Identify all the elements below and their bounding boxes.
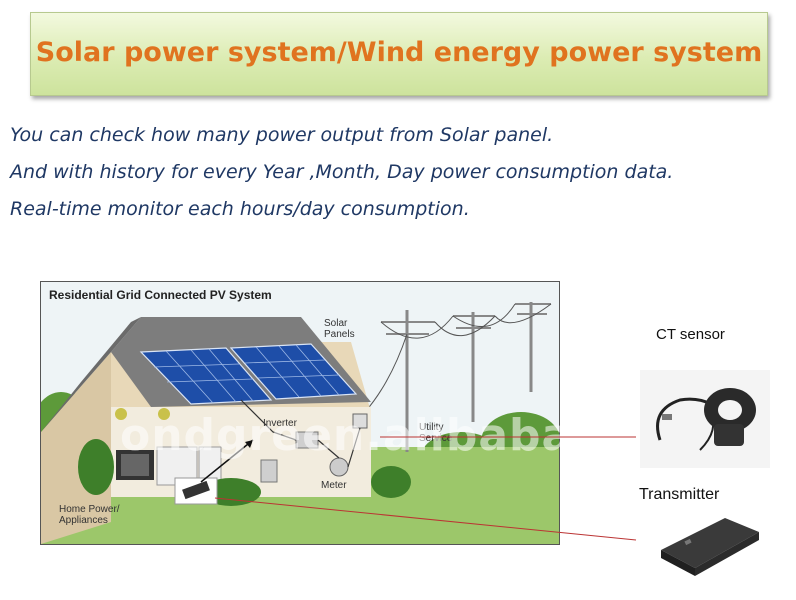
ct-sensor-label: CT sensor (656, 326, 725, 343)
description-line-2: And with history for every Year ,Month, … (10, 161, 674, 183)
page-title: Solar power system/Wind energy power sys… (35, 37, 763, 68)
description-line-1: You can check how many power output from… (10, 124, 554, 146)
meter-label: Meter (321, 480, 347, 491)
ct-sensor-image (640, 370, 770, 468)
transmitter-image (655, 510, 763, 582)
diagram-title: Residential Grid Connected PV System (49, 288, 272, 302)
utility-service-label: Utility Service (419, 422, 453, 444)
title-banner: Solar power system/Wind energy power sys… (30, 12, 768, 96)
description-line-3: Real-time monitor each hours/day consump… (10, 198, 470, 220)
description-block: You can check how many power output from… (10, 120, 790, 231)
transmitter-label: Transmitter (639, 486, 720, 503)
watermark: ondgreen.alibaba.com (120, 410, 696, 461)
home-power-label: Home Power/ Appliances (59, 504, 120, 526)
solar-panels-label: Solar Panels (324, 318, 355, 340)
inverter-label: Inverter (263, 418, 297, 429)
